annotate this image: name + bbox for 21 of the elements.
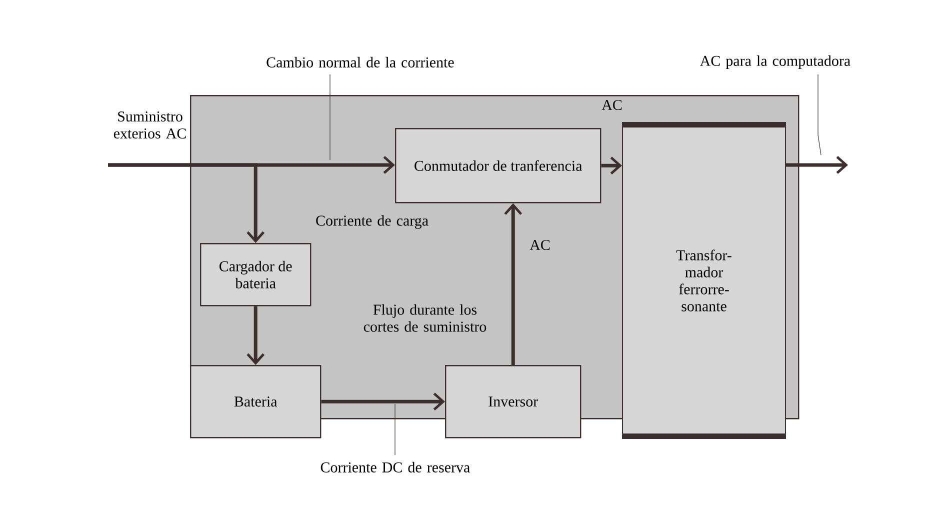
leader-line [818, 74, 822, 156]
edge-label: Suministro exterios AC [114, 111, 186, 139]
note-text: Flujo durante los cortes de suministro [364, 304, 486, 332]
arrow [601, 156, 622, 175]
edge-label: AC [530, 240, 550, 250]
edge-label: Corriente de carga [316, 215, 428, 229]
block-box: Inversor [445, 365, 582, 438]
block-box: Cargador de bateria [200, 243, 312, 306]
caption-text: AC para la computadora [700, 55, 850, 69]
caption-text: Cambio normal de la corriente [266, 56, 454, 68]
arrow [504, 203, 522, 365]
arrow [321, 392, 445, 411]
edge-label: AC [602, 100, 622, 110]
caption-text: Corriente DC de reserva [320, 462, 470, 472]
arrow [786, 156, 848, 174]
block-box: Bateria [190, 365, 322, 438]
arrow [108, 163, 265, 243]
transformer-box: Transfor- mador ferrorre- sonante [622, 122, 786, 439]
leader-line [394, 404, 396, 456]
block-box: Conmutador de tranferencia [395, 128, 602, 204]
arrow [246, 306, 265, 365]
